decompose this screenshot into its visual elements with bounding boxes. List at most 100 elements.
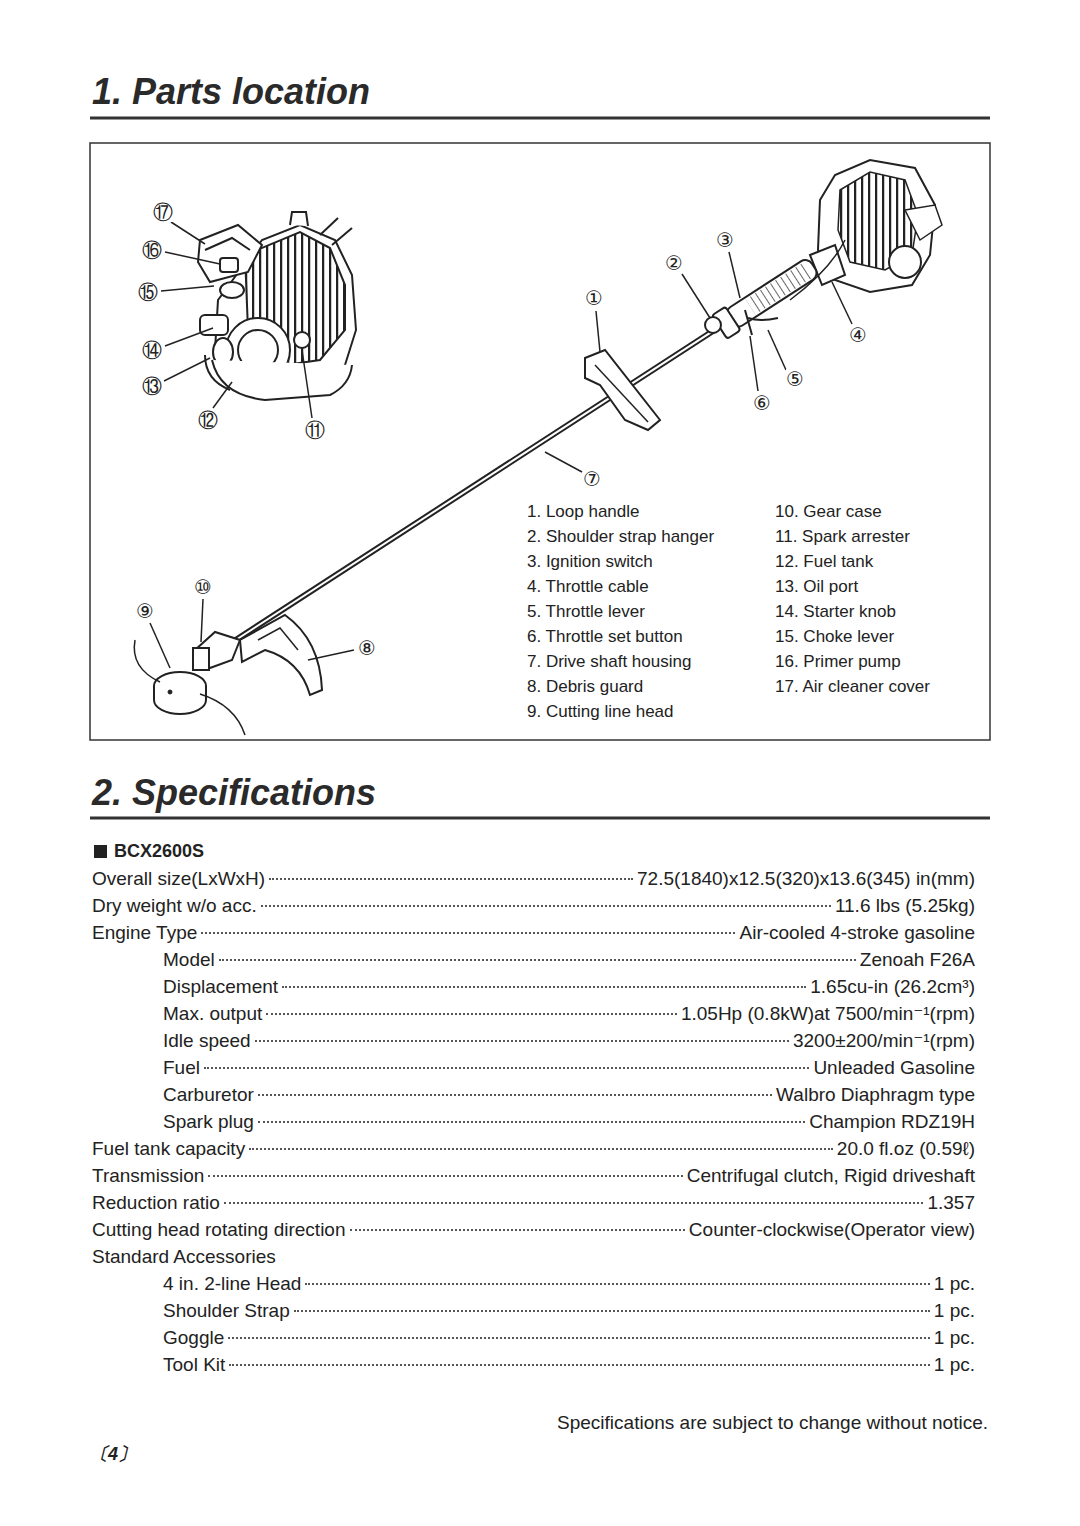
spec-value: Centrifugal clutch, Rigid driveshaft [687,1165,975,1188]
leader-lines [150,222,852,668]
callout-number: ⑬ [142,376,162,396]
spec-row: Idle speed 3200±200/min⁻¹(rpm) [163,1030,975,1053]
part-name: 17. Air cleaner cover [775,677,930,697]
part-name: 15. Choke lever [775,627,894,647]
callout-number: ⑭ [142,340,162,360]
part-name: 5. Throttle lever [527,602,645,622]
spec-key: Carburetor [163,1084,254,1107]
spec-row: Engine Type Air-cooled 4-stroke gasoline [92,922,975,945]
spec-key: Goggle [163,1327,224,1350]
dot-leader [255,1040,789,1042]
spec-value: 1 pc. [934,1273,975,1296]
spec-key: Model [163,949,215,972]
spec-row: Fuel tank capacity 20.0 fl.oz (0.59ℓ) [92,1138,975,1161]
spec-row: FuelUnleaded Gasoline [163,1057,975,1080]
spec-value: Zenoah F26A [860,949,975,972]
spec-row: Reduction ratio1.357 [92,1192,975,1215]
dot-leader [258,1094,772,1096]
spec-key: Engine Type [92,922,197,945]
dot-leader [224,1202,924,1204]
spec-value: 1 pc. [934,1327,975,1350]
callout-number: ⑧ [358,638,376,658]
heading-rule [90,117,990,120]
spec-value: 20.0 fl.oz (0.59ℓ) [837,1138,975,1161]
spec-value: 1.65cu-in (26.2cm³) [810,976,975,999]
model-name: BCX2600S [114,841,204,863]
callout-number: ⑦ [583,469,601,489]
spec-key: Max. output [163,1003,262,1026]
dot-leader [229,1364,929,1366]
part-name: 14. Starter knob [775,602,896,622]
part-name: 4. Throttle cable [527,577,649,597]
spec-row: Model Zenoah F26A [163,949,975,972]
dot-leader [201,932,735,934]
spec-key: Overall size(LxWxH) [92,868,265,891]
dot-leader [269,878,633,880]
spec-key: Idle speed [163,1030,251,1053]
part-name: 8. Debris guard [527,677,643,697]
spec-value: Walbro Diaphragm type [776,1084,975,1107]
spec-value: Air-cooled 4-stroke gasoline [739,922,975,945]
spec-row: Standard Accessories [92,1246,975,1269]
callout-number: ⑩ [194,577,212,597]
dot-leader [208,1175,682,1177]
spec-row: Displacement 1.65cu-in (26.2cm³) [163,976,975,999]
spec-row: 4 in. 2-line Head1 pc. [163,1273,975,1296]
callout-number: ④ [849,325,867,345]
part-name: 9. Cutting line head [527,702,674,722]
spec-key: Fuel tank capacity [92,1138,245,1161]
trimmer [134,160,942,735]
figure-frame [90,143,990,740]
part-name: 11. Spark arrester [775,527,910,547]
callout-number: ⑥ [753,393,771,413]
spec-value: 3200±200/min⁻¹(rpm) [793,1030,975,1053]
page-number: 〔4〕 [90,1444,136,1466]
engine-closeup [198,212,356,400]
spec-value: 72.5(1840)x12.5(320)x13.6(345) in(mm) [637,868,975,891]
spec-key: Standard Accessories [92,1246,276,1269]
part-name: 7. Drive shaft housing [527,652,691,672]
spec-row: Goggle 1 pc. [163,1327,975,1350]
callout-number: ⑨ [136,601,154,621]
spec-row: Transmission Centrifugal clutch, Rigid dr… [92,1165,975,1188]
callout-number: ⑮ [138,282,158,302]
callout-number: ② [665,253,683,273]
spec-row: Tool Kit 1 pc. [163,1354,975,1377]
spec-key: Shoulder Strap [163,1300,290,1323]
dot-leader [350,1229,685,1231]
dot-leader [305,1283,929,1285]
spec-value: 1.05Hp (0.8kW)at 7500/min⁻¹(rpm) [681,1003,975,1026]
dot-leader [261,905,831,907]
spec-value: 1.357 [927,1192,975,1215]
dot-leader [249,1148,833,1150]
bullet-square [94,845,107,858]
dot-leader [266,1013,677,1015]
footnote: Specifications are subject to change wit… [557,1412,988,1435]
spec-row: Carburetor Walbro Diaphragm type [163,1084,975,1107]
spec-value: 1 pc. [934,1300,975,1323]
spec-key: Dry weight w/o acc. [92,895,257,918]
section-heading: 2. Specifications [92,771,376,814]
dot-leader [282,986,806,988]
spec-key: Tool Kit [163,1354,225,1377]
dot-leader [228,1337,930,1339]
callout-number: ⑪ [305,420,325,440]
spec-value: 1 pc. [934,1354,975,1377]
dot-leader [294,1310,930,1312]
spec-row: Cutting head rotating direction Counter-c… [92,1219,975,1242]
heading-rule [90,817,990,820]
spec-value: 11.6 lbs (5.25kg) [835,895,975,918]
callout-number: ⑤ [786,369,804,389]
part-name: 1. Loop handle [527,502,640,522]
spec-key: Cutting head rotating direction [92,1219,346,1242]
spec-value: Counter-clockwise(Operator view) [689,1219,975,1242]
callout-number: ⑯ [142,240,162,260]
spec-key: Displacement [163,976,278,999]
dot-leader [219,959,856,961]
part-name: 10. Gear case [775,502,882,522]
part-name: 6. Throttle set button [527,627,683,647]
spec-key: Transmission [92,1165,204,1188]
dot-leader [204,1067,809,1069]
section-heading: 1. Parts location [92,70,370,113]
